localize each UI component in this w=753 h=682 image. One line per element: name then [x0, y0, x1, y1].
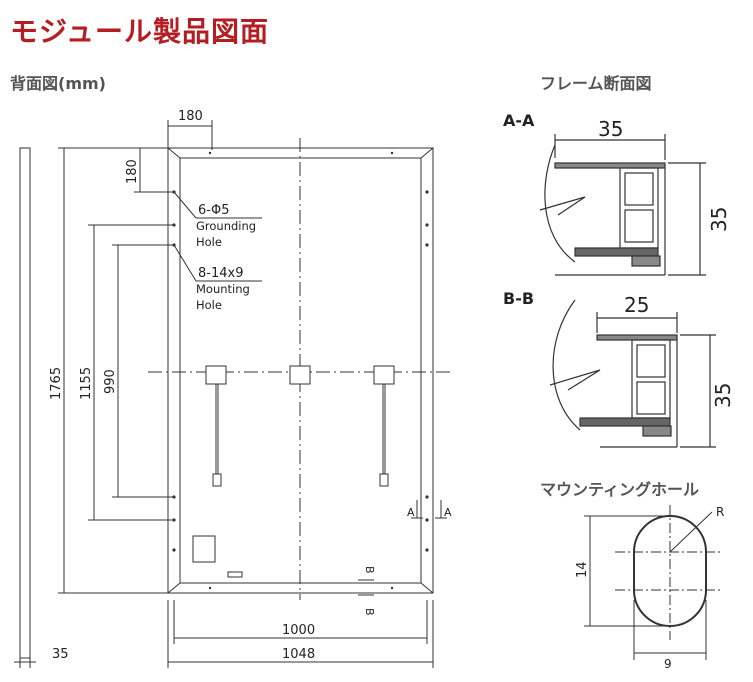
mounting-hole-drawing [584, 505, 722, 660]
section-bb-label: B-B [503, 289, 534, 308]
section-a-left: A [407, 506, 415, 519]
drain-slot [227, 571, 243, 578]
dim-mount-inner: 990 [103, 369, 118, 394]
mounting-hole-radius: R [716, 505, 724, 519]
back-view-drawing [14, 120, 450, 668]
mounting-hole-heading: マウンティングホール [540, 480, 700, 499]
side-profile [19, 147, 31, 659]
section-b-bottom: B [363, 608, 376, 616]
dim-top-width: 180 [178, 109, 203, 124]
grounding-spec: 6-Φ5 [198, 203, 229, 218]
mounting-hole-height: 14 [575, 561, 590, 578]
connector-left [212, 473, 222, 487]
dim-mount-outer: 1155 [79, 367, 94, 400]
junction-box-left [205, 365, 227, 385]
section-bb-height: 35 [711, 383, 735, 408]
page-title: モジュール製品図面 [10, 15, 270, 48]
section-aa-width: 35 [598, 117, 623, 141]
junction-box-right [373, 365, 395, 385]
section-a-right: A [444, 506, 452, 519]
section-bb-width: 25 [624, 293, 649, 317]
mounting-spec: 8-14x9 [198, 266, 243, 281]
connector-right [379, 473, 389, 487]
mounting-label-2: Hole [196, 298, 222, 312]
junction-box-center [289, 365, 311, 385]
mounting-label-1: Mounting [196, 282, 250, 296]
dim-width-inner: 1000 [282, 623, 315, 638]
section-bb-drawing [549, 299, 716, 448]
grounding-label-2: Hole [196, 235, 222, 249]
dim-width-total: 1048 [282, 647, 315, 662]
section-b-top: B [363, 566, 376, 574]
frame-section-heading: フレーム断面図 [540, 74, 652, 93]
grounding-label-1: Grounding [196, 219, 256, 233]
label-plate [192, 535, 216, 563]
dim-top-height: 180 [125, 159, 140, 184]
back-view-heading: 背面図(mm) [10, 74, 106, 93]
mounting-hole-width: 9 [664, 657, 672, 671]
dim-height-total: 1765 [49, 367, 64, 400]
dim-thickness: 35 [52, 647, 69, 662]
section-aa-label: A-A [503, 111, 535, 130]
section-aa-drawing [539, 134, 706, 276]
section-aa-height: 35 [707, 207, 731, 232]
